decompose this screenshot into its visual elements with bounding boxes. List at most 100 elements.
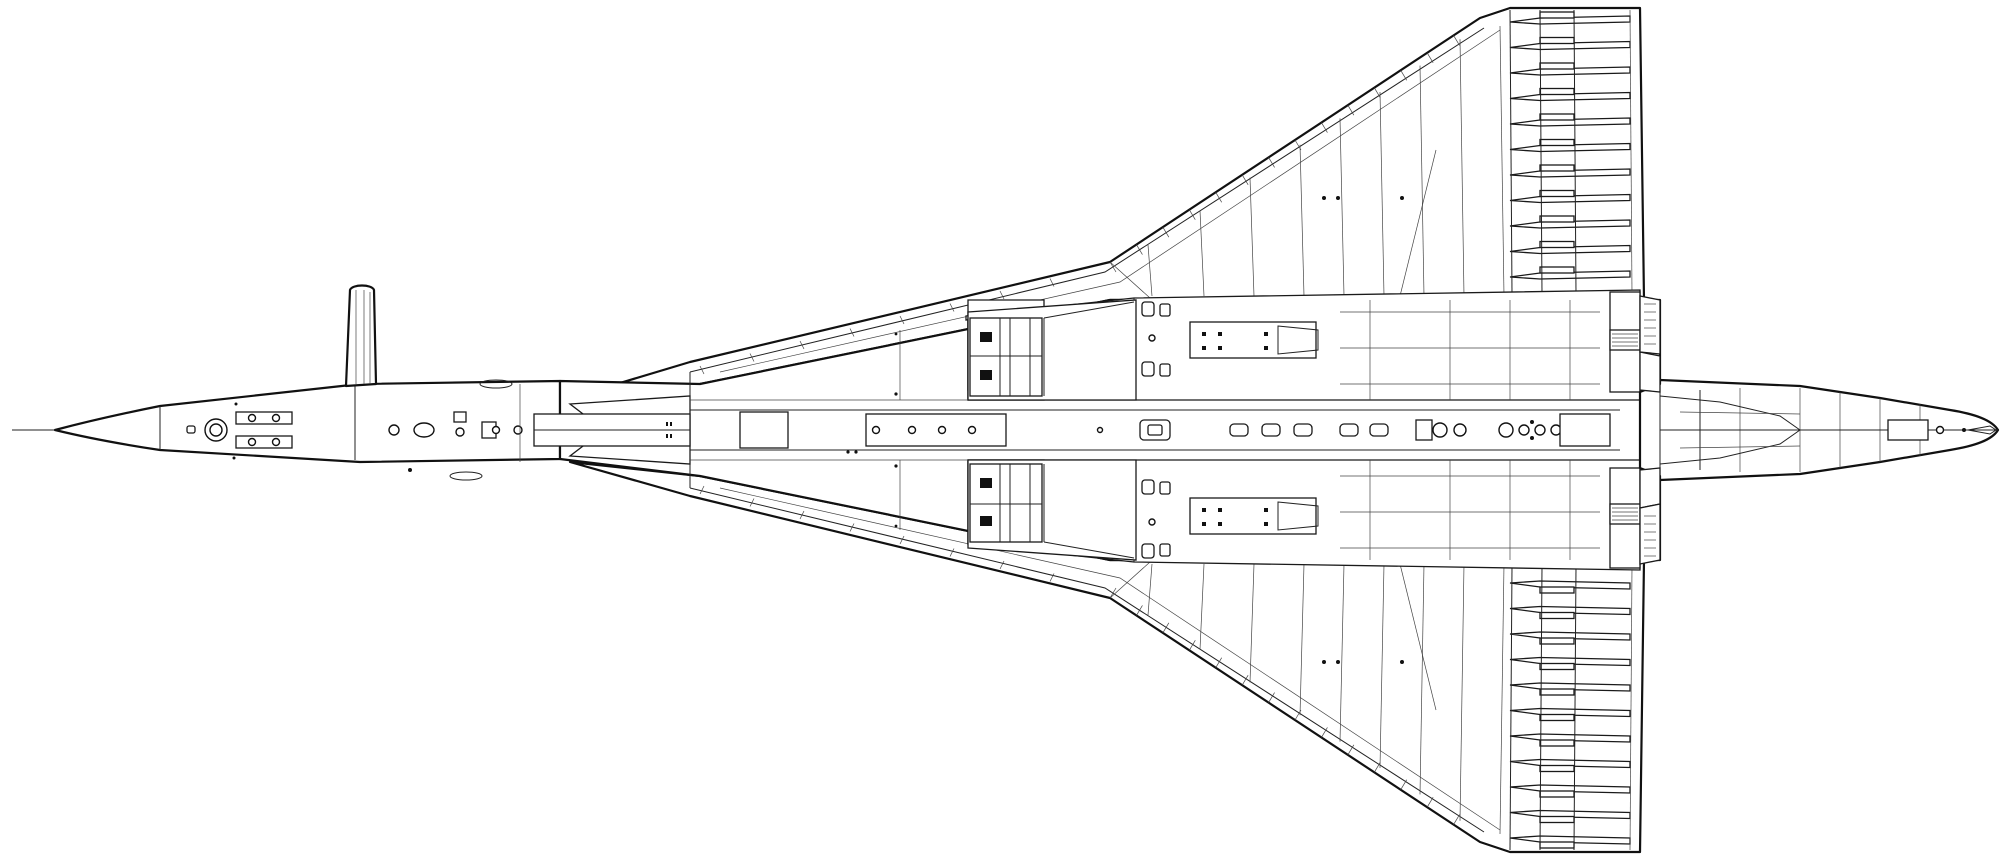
elevon-hinge-block: [1539, 739, 1575, 747]
leading-edge-tick: [1109, 261, 1117, 273]
wing-panel-line: [1249, 563, 1255, 683]
leading-edge-tick: [849, 523, 855, 532]
leading-edge-tick: [1268, 157, 1275, 168]
elevon-hinge-block: [1539, 713, 1575, 722]
lower-main-gear-bay: [967, 459, 1137, 561]
elevon-hinge-block: [1539, 637, 1575, 645]
leading-edge-tick: [849, 328, 855, 337]
dorsal-antenna-fin: [344, 284, 378, 388]
elevon-hinge-block: [1539, 764, 1575, 773]
leading-edge-tick: [1188, 209, 1196, 220]
leading-edge-tick: [1162, 622, 1170, 634]
forward-fuselage-panels: [232, 379, 523, 481]
wing-panel-line: [1339, 118, 1345, 297]
elevon-hinge-line: [1509, 9, 1513, 295]
wing-panel-line: [1109, 561, 1151, 599]
elevon-hinge-block: [1539, 586, 1575, 594]
wing-panel-line: [1499, 25, 1505, 297]
leading-edge-tick: [1215, 657, 1223, 668]
wing-panel-line: [1379, 563, 1385, 769]
wing-panel-line: [1399, 563, 1437, 711]
elevon-hinge-block: [1539, 841, 1575, 849]
leading-edge-tick: [1188, 640, 1196, 651]
wing-panel-line: [1199, 563, 1205, 650]
wing-panel-line: [1339, 563, 1345, 742]
elevon-hinge-block: [1539, 138, 1575, 147]
elevon-hinge-block: [1539, 113, 1575, 121]
lower-elevon-actuators: [1509, 565, 1633, 851]
upper-elevon-actuators: [1509, 9, 1633, 295]
leading-edge-tick: [1373, 87, 1381, 98]
leading-edge-tick: [999, 290, 1005, 300]
leading-edge-tick: [1136, 244, 1143, 255]
elevon-hinge-block: [1539, 164, 1575, 172]
leading-edge-tick: [749, 498, 755, 507]
elevon-hinge-block: [1539, 11, 1575, 19]
center-spine: [690, 409, 1620, 454]
cockpit-area: [159, 386, 356, 460]
wing-panel-line: [1147, 563, 1153, 616]
leading-edge-tick: [1400, 779, 1408, 790]
lower-wing-panel-lines: [1109, 561, 1505, 835]
leading-edge-tick: [999, 560, 1005, 570]
elevon-hinge-block: [1539, 240, 1575, 249]
wing-panel-line: [1109, 261, 1151, 299]
leading-edge-tick: [899, 315, 905, 325]
leading-edge-tick: [899, 535, 905, 545]
leading-edge-tick: [1049, 278, 1055, 287]
elevon-hinge-line: [1573, 9, 1577, 295]
wing-fastener: [1336, 196, 1340, 200]
leading-edge-segment-lines: [699, 35, 1460, 825]
leading-edge-tick: [799, 510, 805, 520]
wing-panel-line: [1379, 91, 1385, 297]
leading-edge-tick: [1162, 226, 1170, 238]
leading-edge-tick: [1136, 605, 1143, 616]
wing-fastener: [1336, 660, 1340, 664]
wing-root-panels: [689, 330, 968, 530]
elevon-hinge-line: [1629, 565, 1633, 851]
leading-edge-tick: [1426, 796, 1434, 808]
leading-edge-tick: [799, 340, 805, 350]
leading-edge-tick: [1373, 762, 1381, 773]
wing-panel-line: [1299, 563, 1305, 716]
engine-exhaust-nozzles: [1639, 295, 1661, 565]
leading-edge-tick: [1321, 727, 1328, 738]
wing-panel-line: [1459, 563, 1465, 821]
wing-panel-line: [1459, 39, 1465, 297]
elevon-hinge-block: [1539, 611, 1575, 620]
rear-fuselage-tailcone: [1638, 378, 2000, 482]
upper-main-gear-bay: [967, 299, 1137, 401]
leading-edge-tick: [1268, 692, 1275, 703]
elevon-hinge-block: [1539, 215, 1575, 223]
leading-edge-tick: [1109, 587, 1117, 599]
wing-panel-line: [1199, 210, 1205, 297]
elevon-hinge-line: [1573, 565, 1577, 851]
leading-edge-tick: [1453, 35, 1460, 46]
leading-edge-tick: [749, 353, 755, 362]
leading-edge-tick: [1453, 814, 1460, 825]
leading-edge-tick: [1049, 573, 1055, 582]
leading-edge-tick: [699, 485, 705, 495]
elevon-hinge-block: [1539, 662, 1575, 671]
wing-fastener: [1400, 660, 1404, 664]
elevon-hinge-block: [1539, 790, 1575, 798]
wing-fastener: [1322, 196, 1326, 200]
elevon-hinge-line: [1509, 565, 1513, 851]
leading-edge-tick: [1241, 674, 1249, 686]
elevon-hinge-block: [1539, 688, 1575, 696]
wing-fastener: [1400, 196, 1404, 200]
wing-fastener: [1322, 660, 1326, 664]
leading-edge-tick: [1347, 104, 1355, 116]
elevon-hinge-block: [1539, 189, 1575, 198]
elevon-hinge-line: [1629, 9, 1633, 295]
leading-edge-tick: [1215, 192, 1223, 203]
leading-edge-tick: [949, 548, 955, 557]
wing-panel-line: [1419, 563, 1425, 795]
wing-panel-line: [1499, 563, 1505, 835]
elevon-hinge-block: [1539, 87, 1575, 96]
wing-panel-line: [1147, 244, 1153, 297]
leading-edge-tick: [1321, 122, 1328, 133]
leading-edge-tick: [699, 365, 705, 375]
elevon-hinge-line: [1539, 565, 1543, 851]
